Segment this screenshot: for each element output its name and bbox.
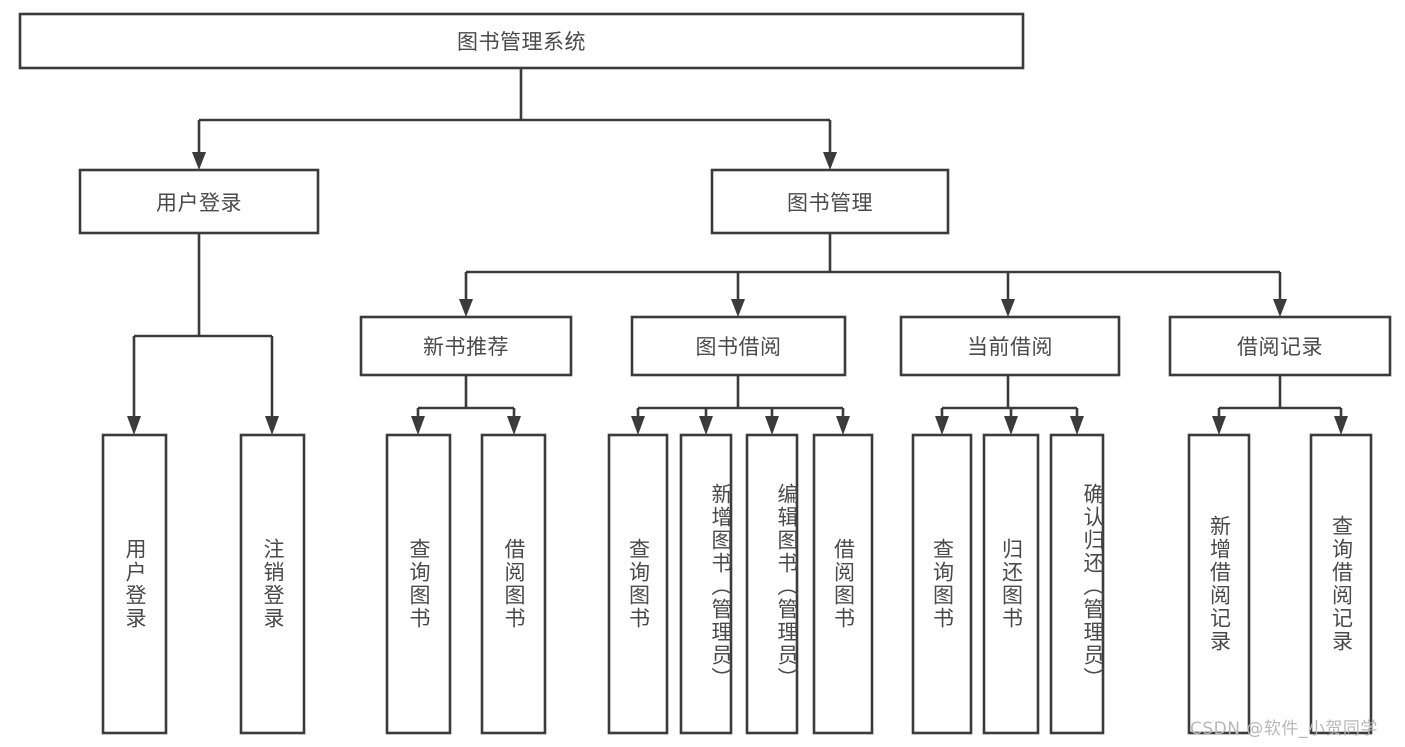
- connector-group-book-management: [459, 233, 1287, 317]
- connector-group-borrow-record: [1212, 375, 1348, 435]
- node-box-book-management[interactable]: [710, 168, 950, 235]
- arrow-book-borrow: [731, 299, 745, 317]
- node-box-root[interactable]: [18, 12, 1025, 70]
- node-box-leaf-return-book[interactable]: [982, 433, 1040, 735]
- arrow-leaf-add-borrow-record: [1212, 416, 1226, 435]
- node-box-leaf-borrow-book[interactable]: [812, 433, 874, 735]
- arrow-leaf-add-book: [699, 416, 713, 435]
- arrow-user-login: [192, 152, 206, 170]
- arrow-current-borrow: [1001, 299, 1015, 317]
- node-box-leaf-query-book-borrow[interactable]: [607, 433, 669, 735]
- arrow-leaf-borrow-book: [836, 416, 850, 435]
- node-box-leaf-add-book[interactable]: [679, 433, 733, 735]
- node-box-new-book-recommend[interactable]: [359, 315, 573, 377]
- csdn-watermark: CSDN @软件_小贺同学: [1190, 719, 1378, 739]
- arrow-leaf-borrow-book-recommend: [507, 416, 521, 435]
- node-box-leaf-query-book-recommend[interactable]: [385, 433, 452, 735]
- connector-group-book-borrow: [631, 375, 850, 435]
- node-box-leaf-logout[interactable]: [239, 433, 306, 735]
- connector-group-user-login: [127, 233, 279, 435]
- arrow-leaf-logout: [265, 416, 279, 435]
- arrow-leaf-query-book-recommend: [411, 416, 425, 435]
- node-box-book-borrow[interactable]: [630, 315, 847, 377]
- connector-group-current-borrow: [935, 375, 1084, 435]
- node-box-leaf-edit-book[interactable]: [745, 433, 799, 735]
- node-box-leaf-user-login[interactable]: [101, 433, 168, 735]
- arrow-leaf-confirm-return: [1070, 416, 1084, 435]
- arrow-leaf-query-book-borrow: [631, 416, 645, 435]
- node-box-leaf-borrow-book-recommend[interactable]: [480, 433, 547, 735]
- arrow-borrow-record: [1273, 299, 1287, 317]
- arrow-leaf-edit-book: [765, 416, 779, 435]
- node-box-leaf-query-borrow-record[interactable]: [1309, 433, 1373, 735]
- node-box-current-borrow[interactable]: [899, 315, 1121, 377]
- arrow-book-management: [823, 152, 837, 170]
- node-box-leaf-confirm-return[interactable]: [1049, 433, 1105, 735]
- arrow-leaf-return-book: [1004, 416, 1018, 435]
- arrow-leaf-query-book-current: [935, 416, 949, 435]
- arrow-new-book-recommend: [459, 299, 473, 317]
- node-box-borrow-record[interactable]: [1168, 315, 1392, 377]
- node-box-leaf-add-borrow-record[interactable]: [1187, 433, 1251, 735]
- arrow-leaf-user-login: [127, 416, 141, 435]
- arrow-leaf-query-borrow-record: [1334, 416, 1348, 435]
- node-box-leaf-query-book-current[interactable]: [911, 433, 973, 735]
- node-box-user-login[interactable]: [78, 168, 320, 235]
- connector-group-root: [192, 68, 837, 170]
- connector-group-new-book-recommend: [411, 375, 521, 435]
